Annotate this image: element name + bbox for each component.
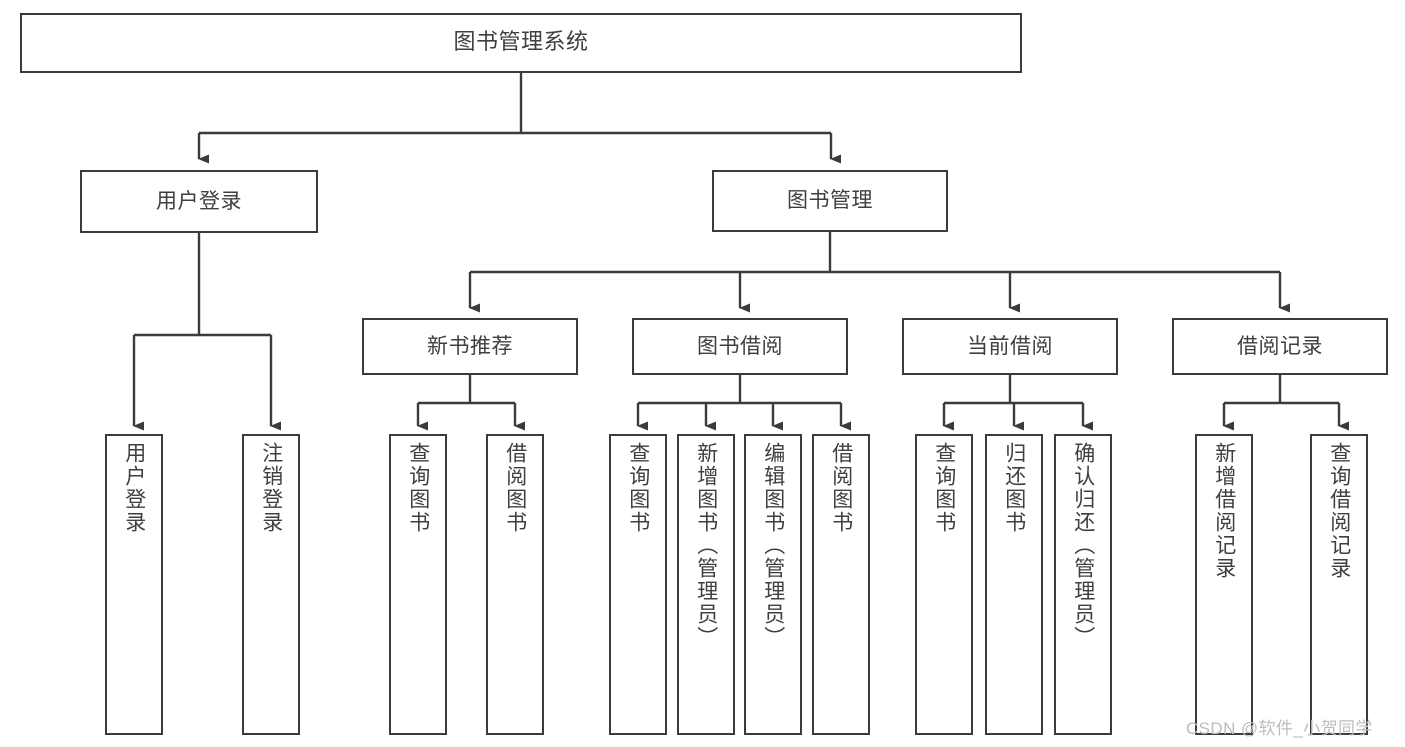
leaf-logout-login[interactable]: 注销登录 [242, 434, 300, 735]
leaf-query-book-3[interactable]: 查询图书 [915, 434, 973, 735]
node-label: 查询图书 [406, 442, 431, 534]
node-borrowing-record[interactable]: 借阅记录 [1172, 318, 1388, 375]
leaf-confirm-return-admin[interactable]: 确认归还（管理员） [1054, 434, 1112, 735]
node-label: 查询借阅记录 [1327, 442, 1352, 580]
leaf-edit-book-admin[interactable]: 编辑图书（管理员） [744, 434, 802, 735]
node-label: 编辑图书（管理员） [761, 442, 786, 649]
node-new-book-recommendation[interactable]: 新书推荐 [362, 318, 578, 375]
leaf-add-book-admin[interactable]: 新增图书（管理员） [677, 434, 735, 735]
node-label: 图书借阅 [697, 333, 783, 358]
leaf-return-book[interactable]: 归还图书 [985, 434, 1043, 735]
leaf-borrow-book-1[interactable]: 借阅图书 [486, 434, 544, 735]
node-user-login[interactable]: 用户登录 [80, 170, 318, 233]
leaf-query-book-1[interactable]: 查询图书 [389, 434, 447, 735]
node-label: 查询图书 [932, 442, 957, 534]
leaf-add-borrow-record[interactable]: 新增借阅记录 [1195, 434, 1253, 735]
node-label: 新书推荐 [427, 333, 513, 358]
node-book-borrowing[interactable]: 图书借阅 [632, 318, 848, 375]
node-current-borrowing[interactable]: 当前借阅 [902, 318, 1118, 375]
node-label: 当前借阅 [967, 333, 1053, 358]
csdn-watermark: CSDN @软件_小贺同学 [1186, 719, 1373, 738]
leaf-borrow-book-2[interactable]: 借阅图书 [812, 434, 870, 735]
node-label: 注销登录 [259, 442, 284, 534]
node-label: 新增图书（管理员） [694, 442, 719, 649]
node-label: 图书管理 [787, 188, 873, 213]
node-label: 归还图书 [1002, 442, 1027, 534]
node-label: 用户登录 [156, 188, 242, 213]
node-label: 图书管理系统 [453, 29, 589, 55]
node-label: 确认归还（管理员） [1071, 442, 1096, 649]
node-book-management[interactable]: 图书管理 [712, 170, 948, 232]
leaf-user-login[interactable]: 用户登录 [105, 434, 163, 735]
node-label: 借阅记录 [1237, 333, 1323, 358]
leaf-query-book-2[interactable]: 查询图书 [609, 434, 667, 735]
node-label: 借阅图书 [503, 442, 528, 534]
node-label: 查询图书 [626, 442, 651, 534]
node-book-management-system[interactable]: 图书管理系统 [20, 13, 1022, 73]
node-label: 借阅图书 [829, 442, 854, 534]
node-label: 新增借阅记录 [1212, 442, 1237, 580]
node-label: 用户登录 [122, 442, 147, 534]
leaf-query-borrow-record[interactable]: 查询借阅记录 [1310, 434, 1368, 735]
